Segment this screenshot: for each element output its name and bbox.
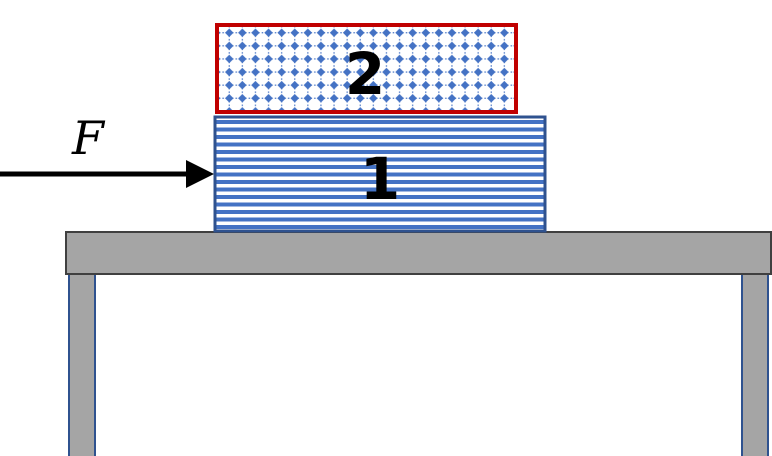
table-leg-left	[68, 273, 96, 456]
block-1: 1	[213, 115, 547, 233]
table	[65, 231, 772, 456]
table-leg-right	[741, 273, 769, 456]
force-arrow-head	[186, 160, 214, 188]
block-1-label: 1	[360, 145, 400, 213]
block-1-body	[213, 115, 547, 233]
block-2-label: 2	[345, 40, 385, 108]
block-2: 2	[215, 23, 518, 114]
force-arrow: F	[0, 111, 214, 188]
block-2-body	[215, 23, 518, 114]
force-label: F	[71, 111, 106, 165]
table-top	[65, 231, 772, 275]
